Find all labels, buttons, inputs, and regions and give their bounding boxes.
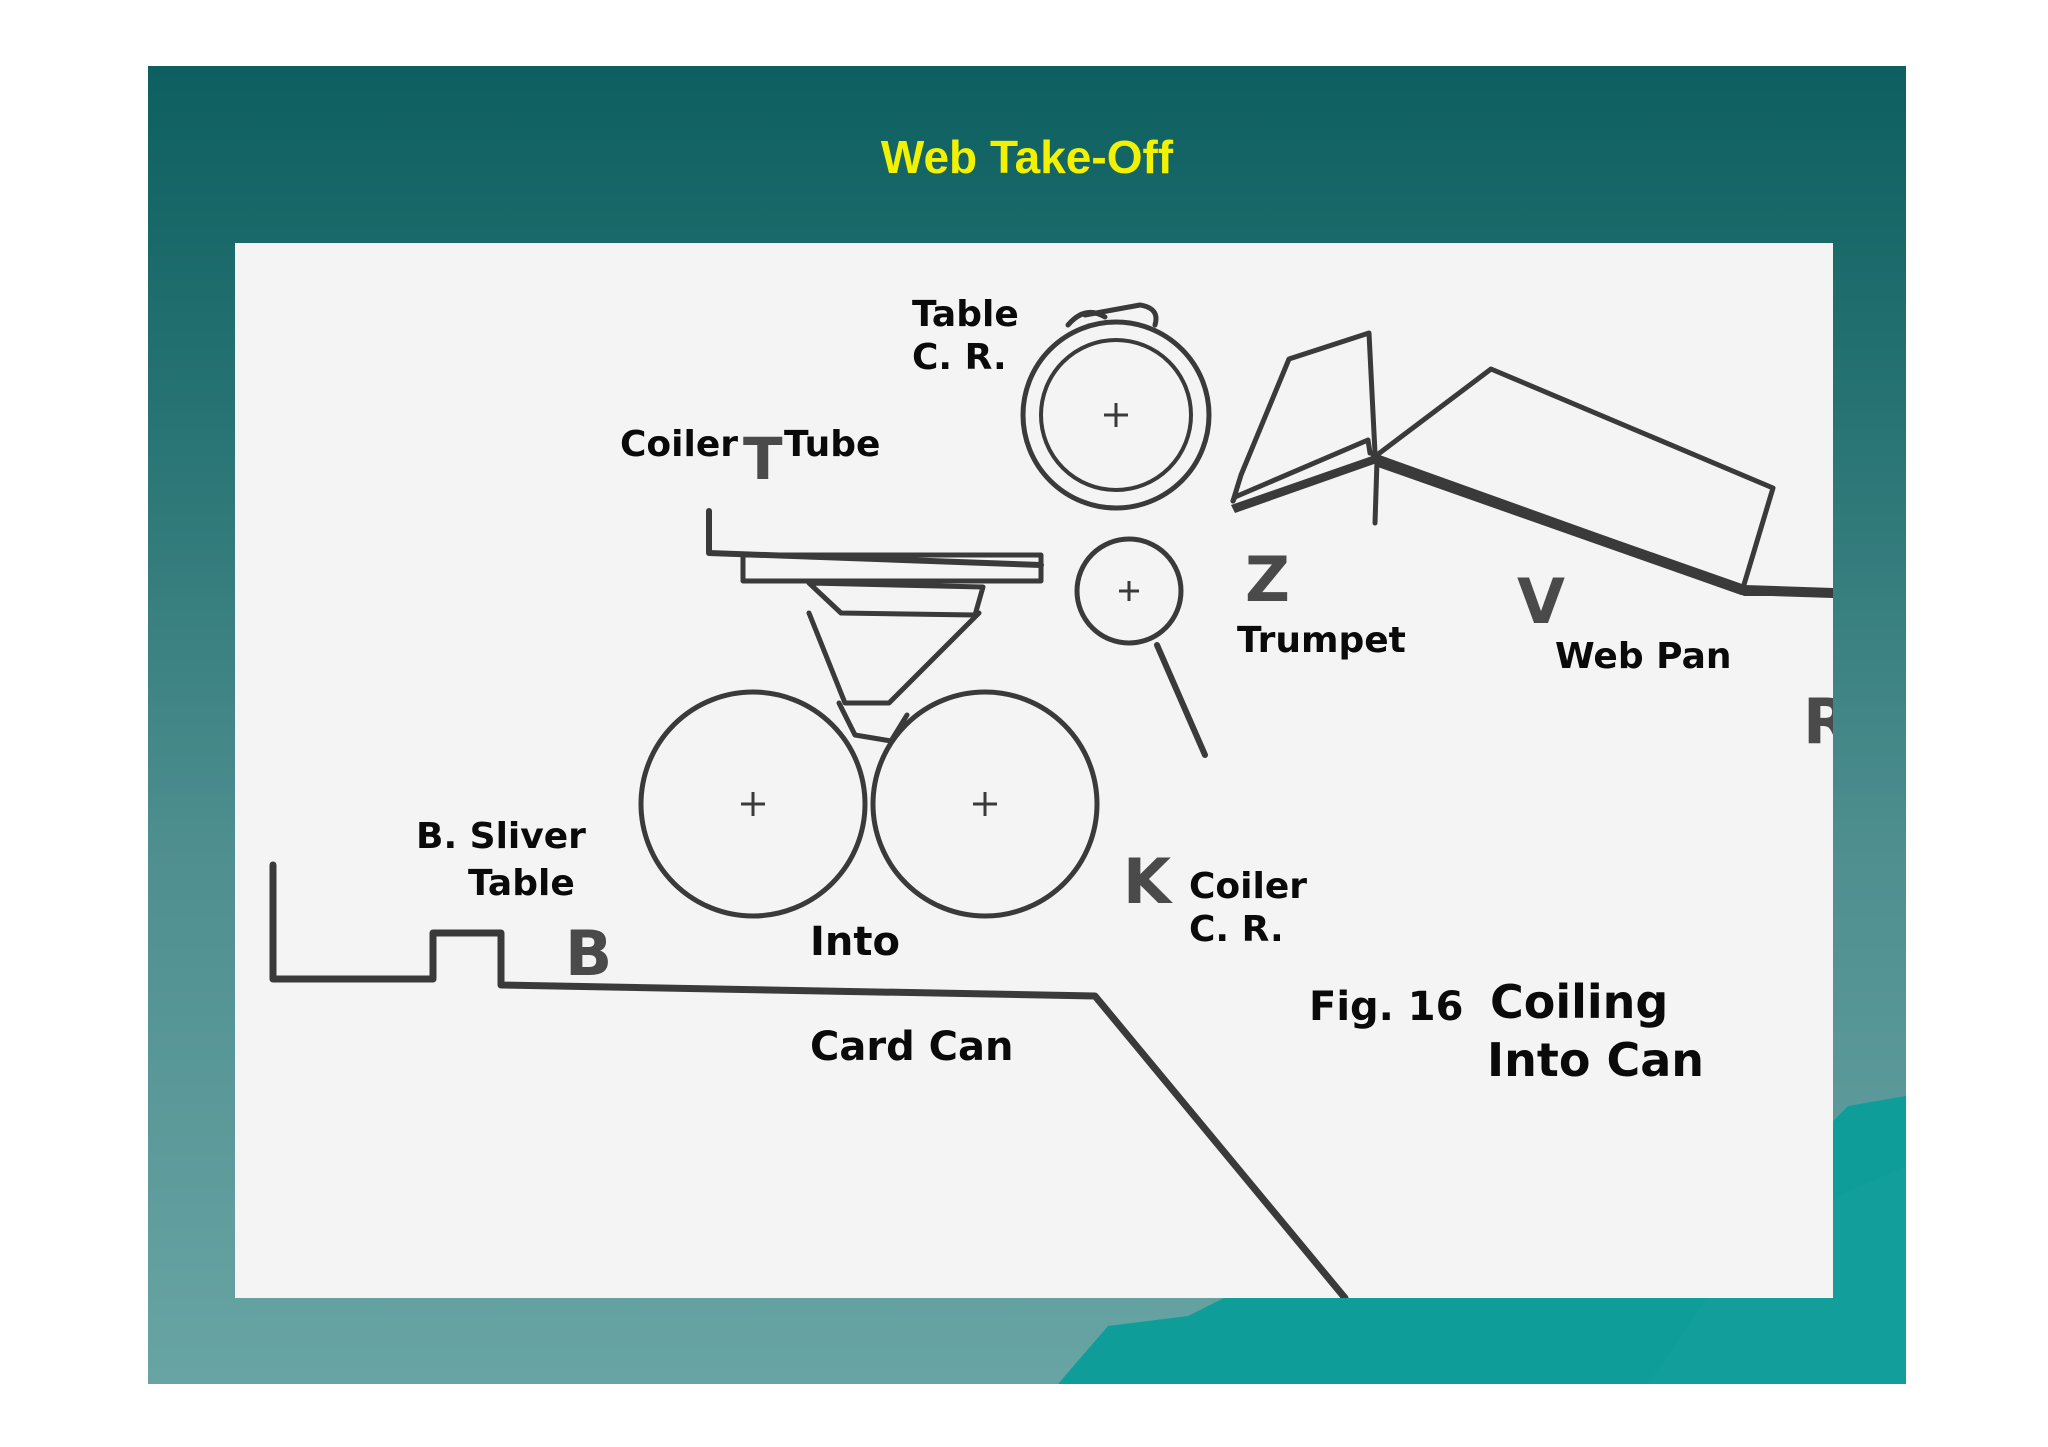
table-calender-roller-inner [1039,338,1193,492]
small-roller [1074,536,1184,646]
label-fig-number: Fig. 16 [1309,984,1464,1030]
letter-z: Z [1245,543,1290,616]
coiler-roller-left [638,689,868,919]
label-web-pan: Web Pan [1555,636,1732,677]
letter-r: R [1803,685,1833,758]
coiler-roller-right [870,689,1100,919]
label-tube: Tube [784,424,881,465]
label-sliver-table-line1: B. Sliver [416,816,586,857]
table-calender-roller-outer [1020,319,1212,511]
label-card-can: Card Can [810,1024,1014,1070]
slide: Web Take-Off [148,66,1906,1384]
letter-k: K [1123,845,1173,918]
letter-b: B [565,917,612,990]
label-table-cr: Table C. R. [912,293,1019,379]
label-fig-caption-line2: Into Can [1487,1033,1705,1087]
letter-t: T [743,425,783,493]
label-coiler-cr-line2: C. R. [1189,909,1284,951]
label-coiler-cr-line1: Coiler [1189,866,1308,907]
label-table-cr-line2: C. R. [912,337,1007,379]
label-table-cr-line1: Table [912,294,1019,335]
diagram-figure: T Z V R K B Table C. R. Coiler Tube Trum… [235,243,1833,1298]
slide-title: Web Take-Off [880,131,1174,183]
label-trumpet: Trumpet [1237,620,1406,661]
label-sliver-table: B. Sliver Table [416,815,586,905]
letter-v: V [1517,565,1565,638]
label-into: Into [810,919,900,965]
label-fig-caption-line1: Coiling [1490,975,1669,1029]
coiler-diagram-drawing: T Z V R K B [269,302,1833,1298]
label-coiler-cr: Coiler C. R. [1189,865,1307,951]
label-sliver-table-line2: Table [468,863,575,905]
label-coiler: Coiler [620,424,739,465]
